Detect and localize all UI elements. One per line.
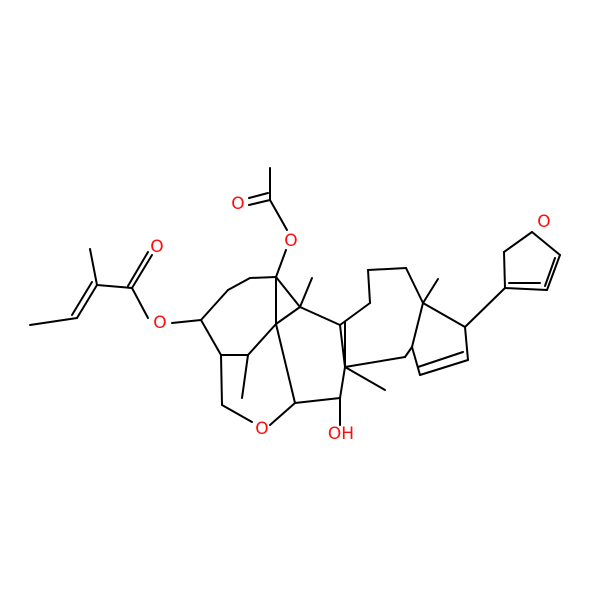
bond-1 <box>248 199 271 206</box>
bond-49 <box>464 287 506 328</box>
bond-13 <box>131 287 149 319</box>
bond-25 <box>241 354 249 399</box>
bond-28 <box>275 323 296 404</box>
bond-43 <box>404 346 413 358</box>
atom-o-angelate-carbonyl: O <box>150 237 163 257</box>
bond-7 <box>200 289 229 321</box>
bond-14 <box>131 254 153 289</box>
bond-19 <box>71 281 93 316</box>
bond-16 <box>96 284 133 289</box>
bond-52 <box>531 231 561 256</box>
bond-2 <box>248 192 269 199</box>
bond-31 <box>339 366 346 399</box>
bond-38 <box>367 267 407 271</box>
bond-27 <box>269 402 296 426</box>
bond-30 <box>294 397 341 404</box>
atom-o-ether-ring: O <box>255 419 268 439</box>
bond-54 <box>544 257 556 287</box>
atom-o-acetyl-carbonyl: O <box>231 194 244 214</box>
atom-oh-hydroxyl: OH <box>328 424 354 444</box>
bond-55 <box>504 287 548 291</box>
bond-15 <box>127 251 149 287</box>
bond-24 <box>220 354 223 406</box>
bond-53 <box>546 254 561 291</box>
bond-4 <box>275 249 287 278</box>
bond-36 <box>339 302 371 326</box>
bond-39 <box>405 267 424 304</box>
bond-50 <box>503 251 506 289</box>
atom-o-angelate-ester: O <box>153 313 166 333</box>
bond-20 <box>29 317 78 326</box>
bond-40 <box>422 278 439 304</box>
bond-18 <box>76 284 98 319</box>
bond-47 <box>464 326 469 361</box>
bond-34 <box>344 366 386 391</box>
bond-37 <box>367 269 371 304</box>
bond-5 <box>249 276 277 279</box>
bond-44 <box>411 346 421 376</box>
bond-45 <box>419 359 469 376</box>
bond-46 <box>417 351 464 368</box>
bond-6 <box>227 277 251 291</box>
atom-labels: O O O O O O OH <box>150 194 550 444</box>
bond-51 <box>503 231 533 253</box>
bond-22 <box>299 277 313 308</box>
bond-21 <box>275 276 301 308</box>
bond-23 <box>275 306 301 325</box>
bond-42 <box>344 356 406 368</box>
bond-3 <box>269 199 288 231</box>
atom-o-furan: O <box>537 212 550 232</box>
bond-17 <box>89 248 98 286</box>
bond-lines <box>29 167 561 426</box>
bond-12 <box>171 319 202 324</box>
atom-o-acetyl-ester: O <box>284 231 297 251</box>
bond-26 <box>221 404 253 423</box>
bond-8 <box>200 319 222 356</box>
bond-41 <box>411 302 424 348</box>
bond-10 <box>247 323 277 356</box>
bond-29 <box>299 306 341 326</box>
bond-48 <box>422 302 466 328</box>
